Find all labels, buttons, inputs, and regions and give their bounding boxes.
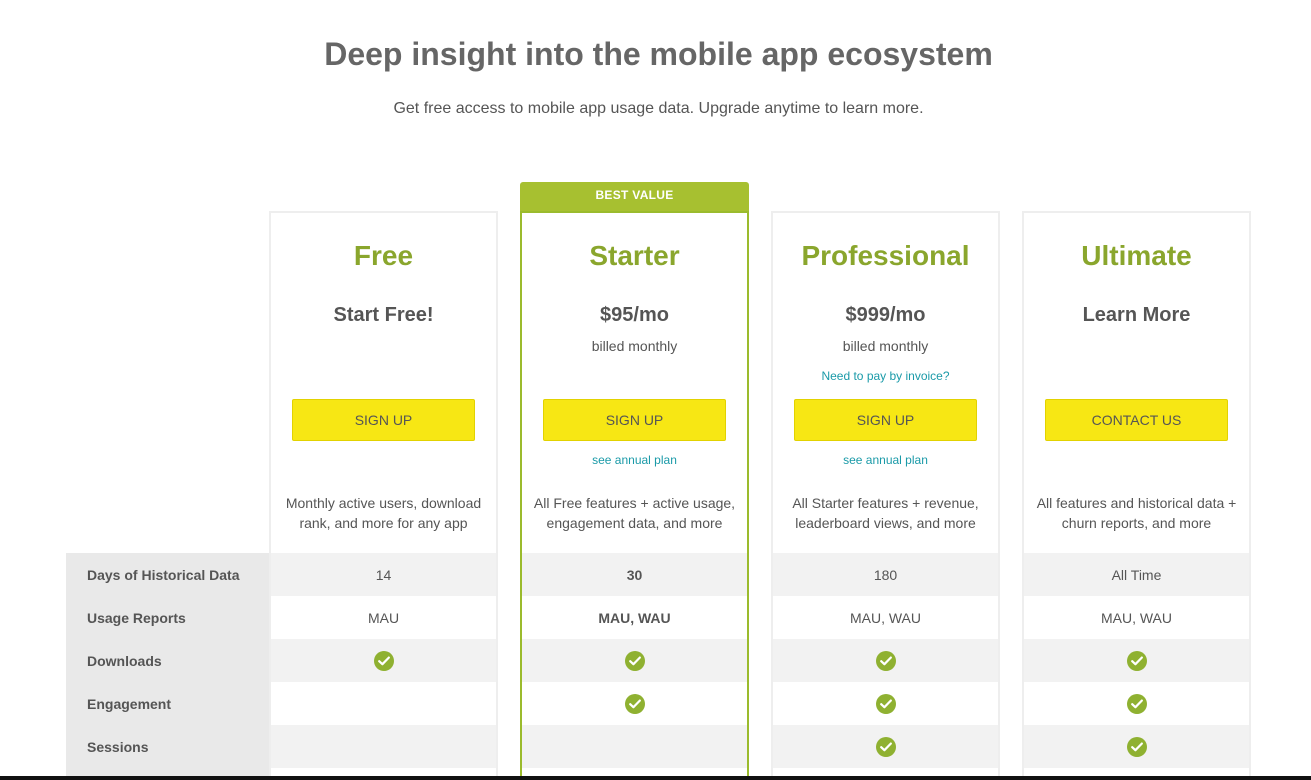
feature-cell-downloads	[271, 639, 496, 682]
plan-name: Professional	[801, 240, 970, 271]
feature-cell-sessions	[773, 725, 998, 768]
annual-plan-link[interactable]: see annual plan	[843, 453, 928, 467]
plan-description: All features and historical data + churn…	[1036, 495, 1237, 531]
best-value-badge: BEST VALUE	[520, 182, 749, 213]
feature-cell-downloads	[773, 639, 998, 682]
feature-value: 180	[873, 566, 898, 583]
plan-price: $999/mo	[845, 304, 926, 326]
feature-value: MAU	[367, 609, 400, 626]
feature-value: All Time	[1111, 566, 1162, 583]
sign-up-button[interactable]: SIGN UP	[292, 399, 475, 441]
plan-name: Starter	[589, 240, 680, 271]
invoice-link[interactable]: Need to pay by invoice?	[821, 369, 950, 383]
annual-plan-link[interactable]: see annual plan	[592, 453, 677, 467]
check-circle-icon	[373, 650, 394, 671]
feature-cell-sessions	[271, 725, 496, 768]
contact-us-button[interactable]: CONTACT US	[1045, 399, 1228, 441]
check-circle-icon	[624, 650, 645, 671]
feature-label-history: Days of Historical Data	[87, 566, 240, 583]
feature-value: MAU, WAU	[598, 609, 671, 626]
feature-cell-downloads	[522, 639, 747, 682]
plan-description: All Starter features + revenue, leaderbo…	[792, 495, 979, 531]
feature-cell-usage-reports: MAU, WAU	[1024, 596, 1249, 639]
feature-cell-downloads	[1024, 639, 1249, 682]
feature-label-sessions: Sessions	[87, 738, 149, 755]
plan-description: All Free features + active usage, engage…	[533, 495, 736, 531]
feature-value: 14	[375, 566, 392, 583]
check-circle-icon	[624, 693, 645, 714]
check-circle-icon	[875, 650, 896, 671]
feature-cell-engagement	[773, 682, 998, 725]
feature-cell-usage-reports: MAU, WAU	[522, 596, 747, 639]
feature-cell-history: 30	[522, 553, 747, 596]
sign-up-button[interactable]: SIGN UP	[543, 399, 726, 441]
plan-billing: billed monthly	[591, 338, 678, 354]
page-subtitle: Get free access to mobile app usage data…	[393, 100, 924, 117]
plan-price: Learn More	[1082, 304, 1191, 326]
feature-cell-sessions	[1024, 725, 1249, 768]
feature-label-column: Days of Historical Data Usage Reports Do…	[66, 553, 270, 780]
feature-cell-history: 180	[773, 553, 998, 596]
feature-cell-engagement	[271, 682, 496, 725]
plan-price: $95/mo	[600, 304, 669, 326]
feature-label-usage-reports: Usage Reports	[87, 609, 186, 626]
plan-price: Start Free!	[333, 304, 434, 326]
feature-cell-sessions	[522, 725, 747, 768]
feature-cell-history: 14	[271, 553, 496, 596]
plan-billing: billed monthly	[842, 338, 929, 354]
feature-value: MAU, WAU	[1100, 609, 1173, 626]
check-circle-icon	[875, 693, 896, 714]
check-circle-icon	[1126, 650, 1147, 671]
check-circle-icon	[1126, 693, 1147, 714]
feature-value: 30	[626, 566, 643, 583]
check-circle-icon	[875, 736, 896, 757]
feature-cell-usage-reports: MAU	[271, 596, 496, 639]
feature-cell-engagement	[522, 682, 747, 725]
plan-description: Monthly active users, download rank, and…	[285, 495, 482, 531]
feature-cell-usage-reports: MAU, WAU	[773, 596, 998, 639]
plan-name: Free	[353, 240, 414, 271]
bottom-divider	[0, 776, 1311, 780]
sign-up-button[interactable]: SIGN UP	[794, 399, 977, 441]
feature-cell-engagement	[1024, 682, 1249, 725]
plan-name: Ultimate	[1081, 240, 1192, 271]
feature-label-engagement: Engagement	[87, 695, 172, 712]
feature-value: MAU, WAU	[849, 609, 922, 626]
feature-label-downloads: Downloads	[87, 652, 162, 669]
feature-cell-history: All Time	[1024, 553, 1249, 596]
page-title: Deep insight into the mobile app ecosyst…	[324, 36, 993, 72]
check-circle-icon	[1126, 736, 1147, 757]
